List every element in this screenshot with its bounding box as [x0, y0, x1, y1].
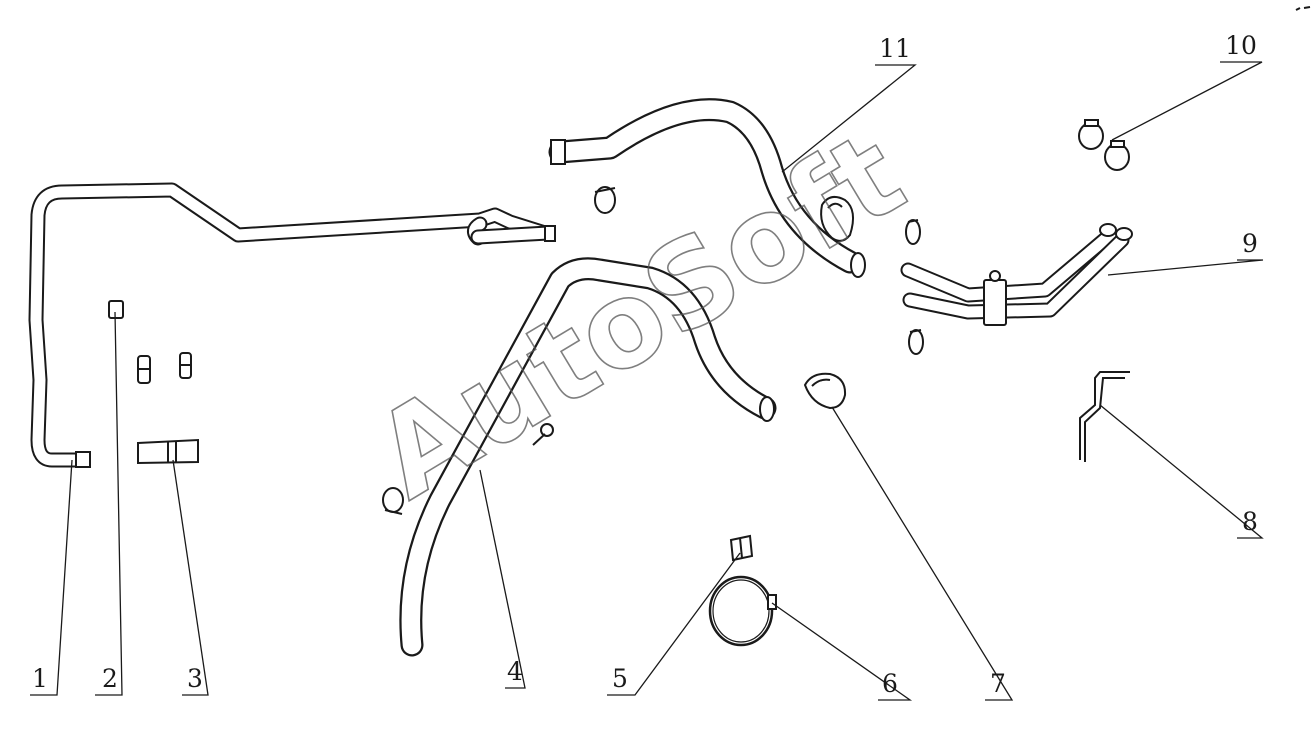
callout-labels: 1 2 3 4 5 6 7 8 9 10 11: [32, 31, 1258, 698]
part-clip-pair: [137, 352, 192, 384]
part-2-nut: [108, 300, 124, 319]
callout-3: 3: [187, 664, 203, 693]
callout-1: 1: [32, 664, 48, 693]
hose-clamp-c: [905, 219, 921, 245]
part-11-hose: [548, 98, 866, 278]
callout-10: 10: [1225, 31, 1257, 60]
callout-11: 11: [879, 34, 911, 63]
part-7-grommet: [803, 372, 847, 410]
grommet-upper: [820, 195, 855, 242]
hose-clamp-d: [908, 329, 924, 355]
part-1-tube: [28, 182, 556, 468]
callout-6: 6: [882, 669, 898, 698]
part-10-clamps: [1078, 119, 1130, 171]
callout-7: 7: [990, 669, 1006, 698]
callout-4: 4: [507, 657, 523, 686]
leader-lines: [30, 61, 1264, 701]
callout-2: 2: [102, 664, 118, 693]
corner-mark: [1295, 6, 1311, 11]
callout-5: 5: [612, 664, 628, 693]
spring-clip: [532, 423, 554, 446]
part-5-clip: [729, 534, 754, 562]
hose-clamp-b: [382, 487, 404, 515]
part-8-bracket: [1079, 371, 1130, 462]
callout-9: 9: [1242, 229, 1258, 258]
part-6-ring-clamp: [708, 575, 777, 647]
watermark: AutoSoft: [352, 105, 926, 525]
part-9-tube-assembly: [900, 223, 1133, 326]
callout-8: 8: [1242, 507, 1258, 536]
part-3-sleeve: [137, 438, 199, 465]
part-4-hose: [399, 257, 777, 657]
hose-clamp-a: [594, 186, 616, 214]
